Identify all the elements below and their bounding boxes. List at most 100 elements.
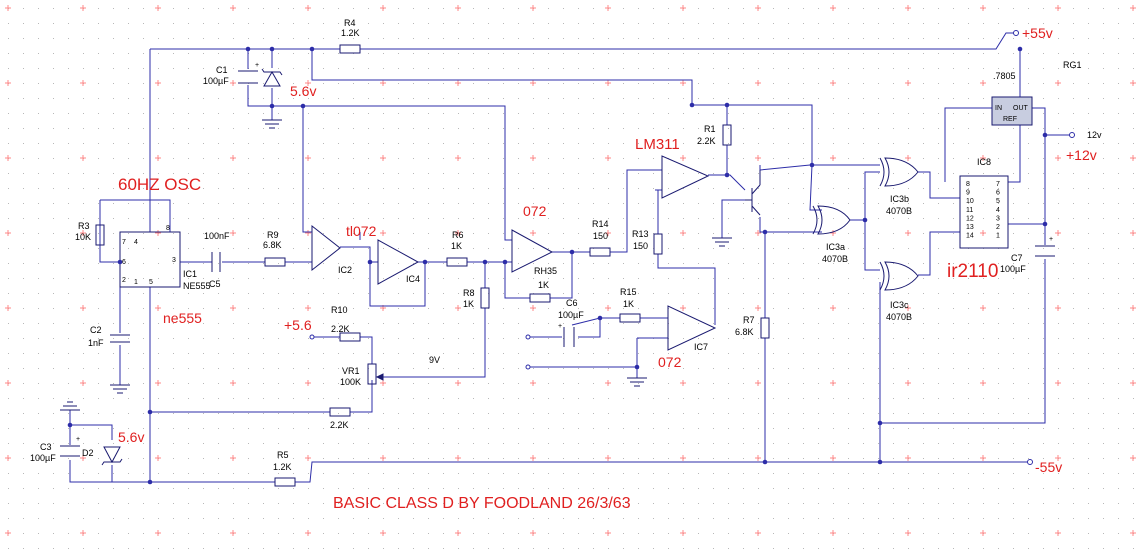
grid-dot [938,443,939,444]
grid-dot [113,398,114,399]
grid-dot [98,68,99,69]
grid-dot [143,23,144,24]
grid-dot [563,413,564,414]
grid-dot [353,413,354,414]
grid-dot [53,338,54,339]
grid-dot [833,488,834,489]
grid-dot [608,428,609,429]
grid-dot [1088,308,1089,309]
grid-dot [1043,53,1044,54]
grid-dot [818,143,819,144]
grid-dot [968,188,969,189]
grid-dot [563,518,564,519]
grid-dot [248,8,249,9]
grid-dot [113,128,114,129]
grid-dot [98,488,99,489]
grid-dot [413,143,414,144]
grid-dot [443,158,444,159]
grid-dot [593,263,594,264]
grid-dot [923,38,924,39]
grid-dot [113,218,114,219]
grid-dot [143,548,144,549]
grid-dot [983,518,984,519]
grid-dot [113,143,114,144]
c5-value: 100nF [204,231,230,241]
r5-value: 1.2K [273,462,292,472]
grid-dot [353,443,354,444]
grid-dot [323,503,324,504]
grid-dot [593,98,594,99]
grid-dot [758,23,759,24]
grid-marker [530,455,536,461]
grid-dot [338,68,339,69]
grid-dot [218,263,219,264]
grid-dot [518,68,519,69]
grid-dot [788,68,789,69]
grid-dot [368,278,369,279]
grid-dot [608,353,609,354]
grid-marker [155,305,161,311]
grid-dot [503,38,504,39]
grid-dot [1013,38,1014,39]
grid-dot [488,203,489,204]
grid-dot [638,548,639,549]
grid-dot [1133,293,1134,294]
grid-dot [413,503,414,504]
grid-dot [923,443,924,444]
grid-dot [503,473,504,474]
grid-dot [503,83,504,84]
grid-dot [173,383,174,384]
grid-marker [380,230,386,236]
grid-dot [683,38,684,39]
grid-dot [368,428,369,429]
grid-dot [668,458,669,459]
grid-dot [233,338,234,339]
grid-dot [98,233,99,234]
grid-dot [323,233,324,234]
grid-dot [158,428,159,429]
zener-diode-d2 [101,446,123,466]
grid-dot [203,503,204,504]
grid-dot [788,383,789,384]
grid-dot [998,368,999,369]
c5-ref: C5 [209,279,221,289]
grid-marker [680,80,686,86]
grid-dot [173,353,174,354]
xor-gate-ic3c-curve [879,261,885,291]
grid-dot [488,548,489,549]
grid-dot [773,383,774,384]
grid-dot [503,113,504,114]
grid-dot [98,383,99,384]
grid-dot [23,218,24,219]
grid-dot [653,428,654,429]
grid-dot [548,143,549,144]
grid-dot [368,323,369,324]
grid-dot [368,473,369,474]
grid-dot [113,338,114,339]
grid-dot [878,338,879,339]
resistor-r15 [619,313,641,323]
grid-dot [488,458,489,459]
grid-dot [1058,188,1059,189]
grid-dot [1073,53,1074,54]
grid-dot [458,503,459,504]
grid-marker [5,455,11,461]
grid-dot [98,218,99,219]
grid-dot [608,518,609,519]
r15-value: 1K [623,299,634,309]
grid-dot [98,23,99,24]
grid-dot [728,113,729,114]
xor-gate-ic3b-curve [879,157,885,187]
grid-marker [5,530,11,536]
grid-dot [788,428,789,429]
grid-dot [473,143,474,144]
grid-dot [368,533,369,534]
grid-marker [155,80,161,86]
grid-dot [398,383,399,384]
grid-dot [1133,248,1134,249]
grid-dot [863,368,864,369]
grid-dot [188,158,189,159]
grid-dot [38,473,39,474]
grid-dot [8,173,9,174]
grid-dot [368,128,369,129]
